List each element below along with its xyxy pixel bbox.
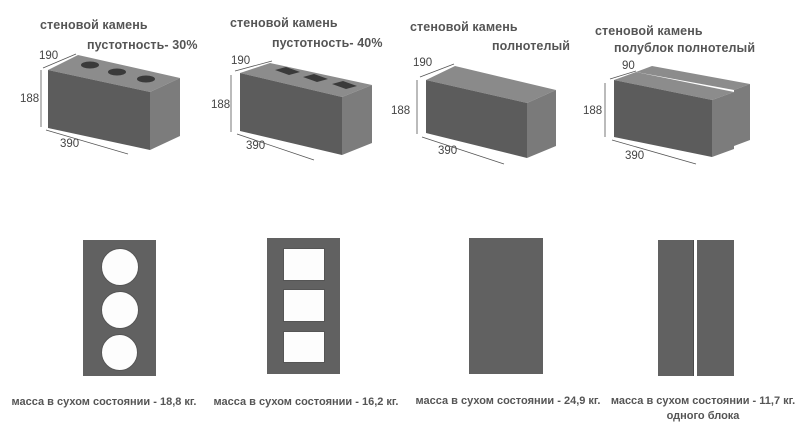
block-4-dim-length: 390 <box>625 150 645 162</box>
block-3-title-line1: стеновой камень <box>410 20 518 34</box>
block-3-drawing <box>416 63 556 165</box>
void-circle <box>101 291 139 329</box>
block-1-dim-height: 188 <box>20 93 40 105</box>
void-square <box>283 331 325 363</box>
block-4-drawing <box>604 66 750 165</box>
caption-block-1: масса в сухом состоянии - 18,8 кг. <box>11 396 197 408</box>
block-1-title-line1: стеновой камень <box>40 18 148 32</box>
block-1-dim-width: 190 <box>39 50 59 62</box>
block-4-title-line1: стеновой камень <box>595 24 703 38</box>
half-block-left <box>658 240 694 376</box>
caption-block-3: масса в сухом состоянии - 24,9 кг. <box>415 395 601 407</box>
block-2-drawing <box>230 60 372 161</box>
block-4-title-line2: полублок полнотелый <box>614 41 756 55</box>
block-1-dim-length: 390 <box>60 138 80 150</box>
block-1-title-line2: пустотность- 30% <box>87 38 198 52</box>
block-2-dim-width: 190 <box>231 55 251 67</box>
void-circle <box>101 334 138 371</box>
block-3-dim-width: 190 <box>413 57 433 69</box>
half-block-right <box>697 240 734 376</box>
void-circle <box>101 248 139 286</box>
block-3-title-line2: полнотелый <box>492 39 571 53</box>
block-4-dim-height: 188 <box>583 105 603 117</box>
void-square <box>283 289 325 322</box>
block-2-title-line1: стеновой камень <box>230 16 338 30</box>
block-1-drawing <box>40 53 180 155</box>
plan-3-solid <box>469 238 543 374</box>
block-4-dim-width: 90 <box>622 60 635 72</box>
plan-4-half-blocks <box>658 240 734 376</box>
block-2-dim-length: 390 <box>246 140 266 152</box>
block-2-dim-height: 188 <box>211 99 231 111</box>
caption-block-2: масса в сухом состоянии - 16,2 кг. <box>213 396 399 408</box>
plan-1-round-voids <box>83 240 156 376</box>
plan-2-square-voids <box>267 238 340 374</box>
block-3-dim-height: 188 <box>391 105 411 117</box>
block-3-dim-length: 390 <box>438 145 458 157</box>
caption-block-4-line2: одного блока <box>666 410 740 422</box>
block-2-title-line2: пустотность- 40% <box>272 36 383 50</box>
void-square <box>283 248 325 281</box>
caption-block-4: масса в сухом состоянии - 11,7 кг. <box>610 395 796 407</box>
